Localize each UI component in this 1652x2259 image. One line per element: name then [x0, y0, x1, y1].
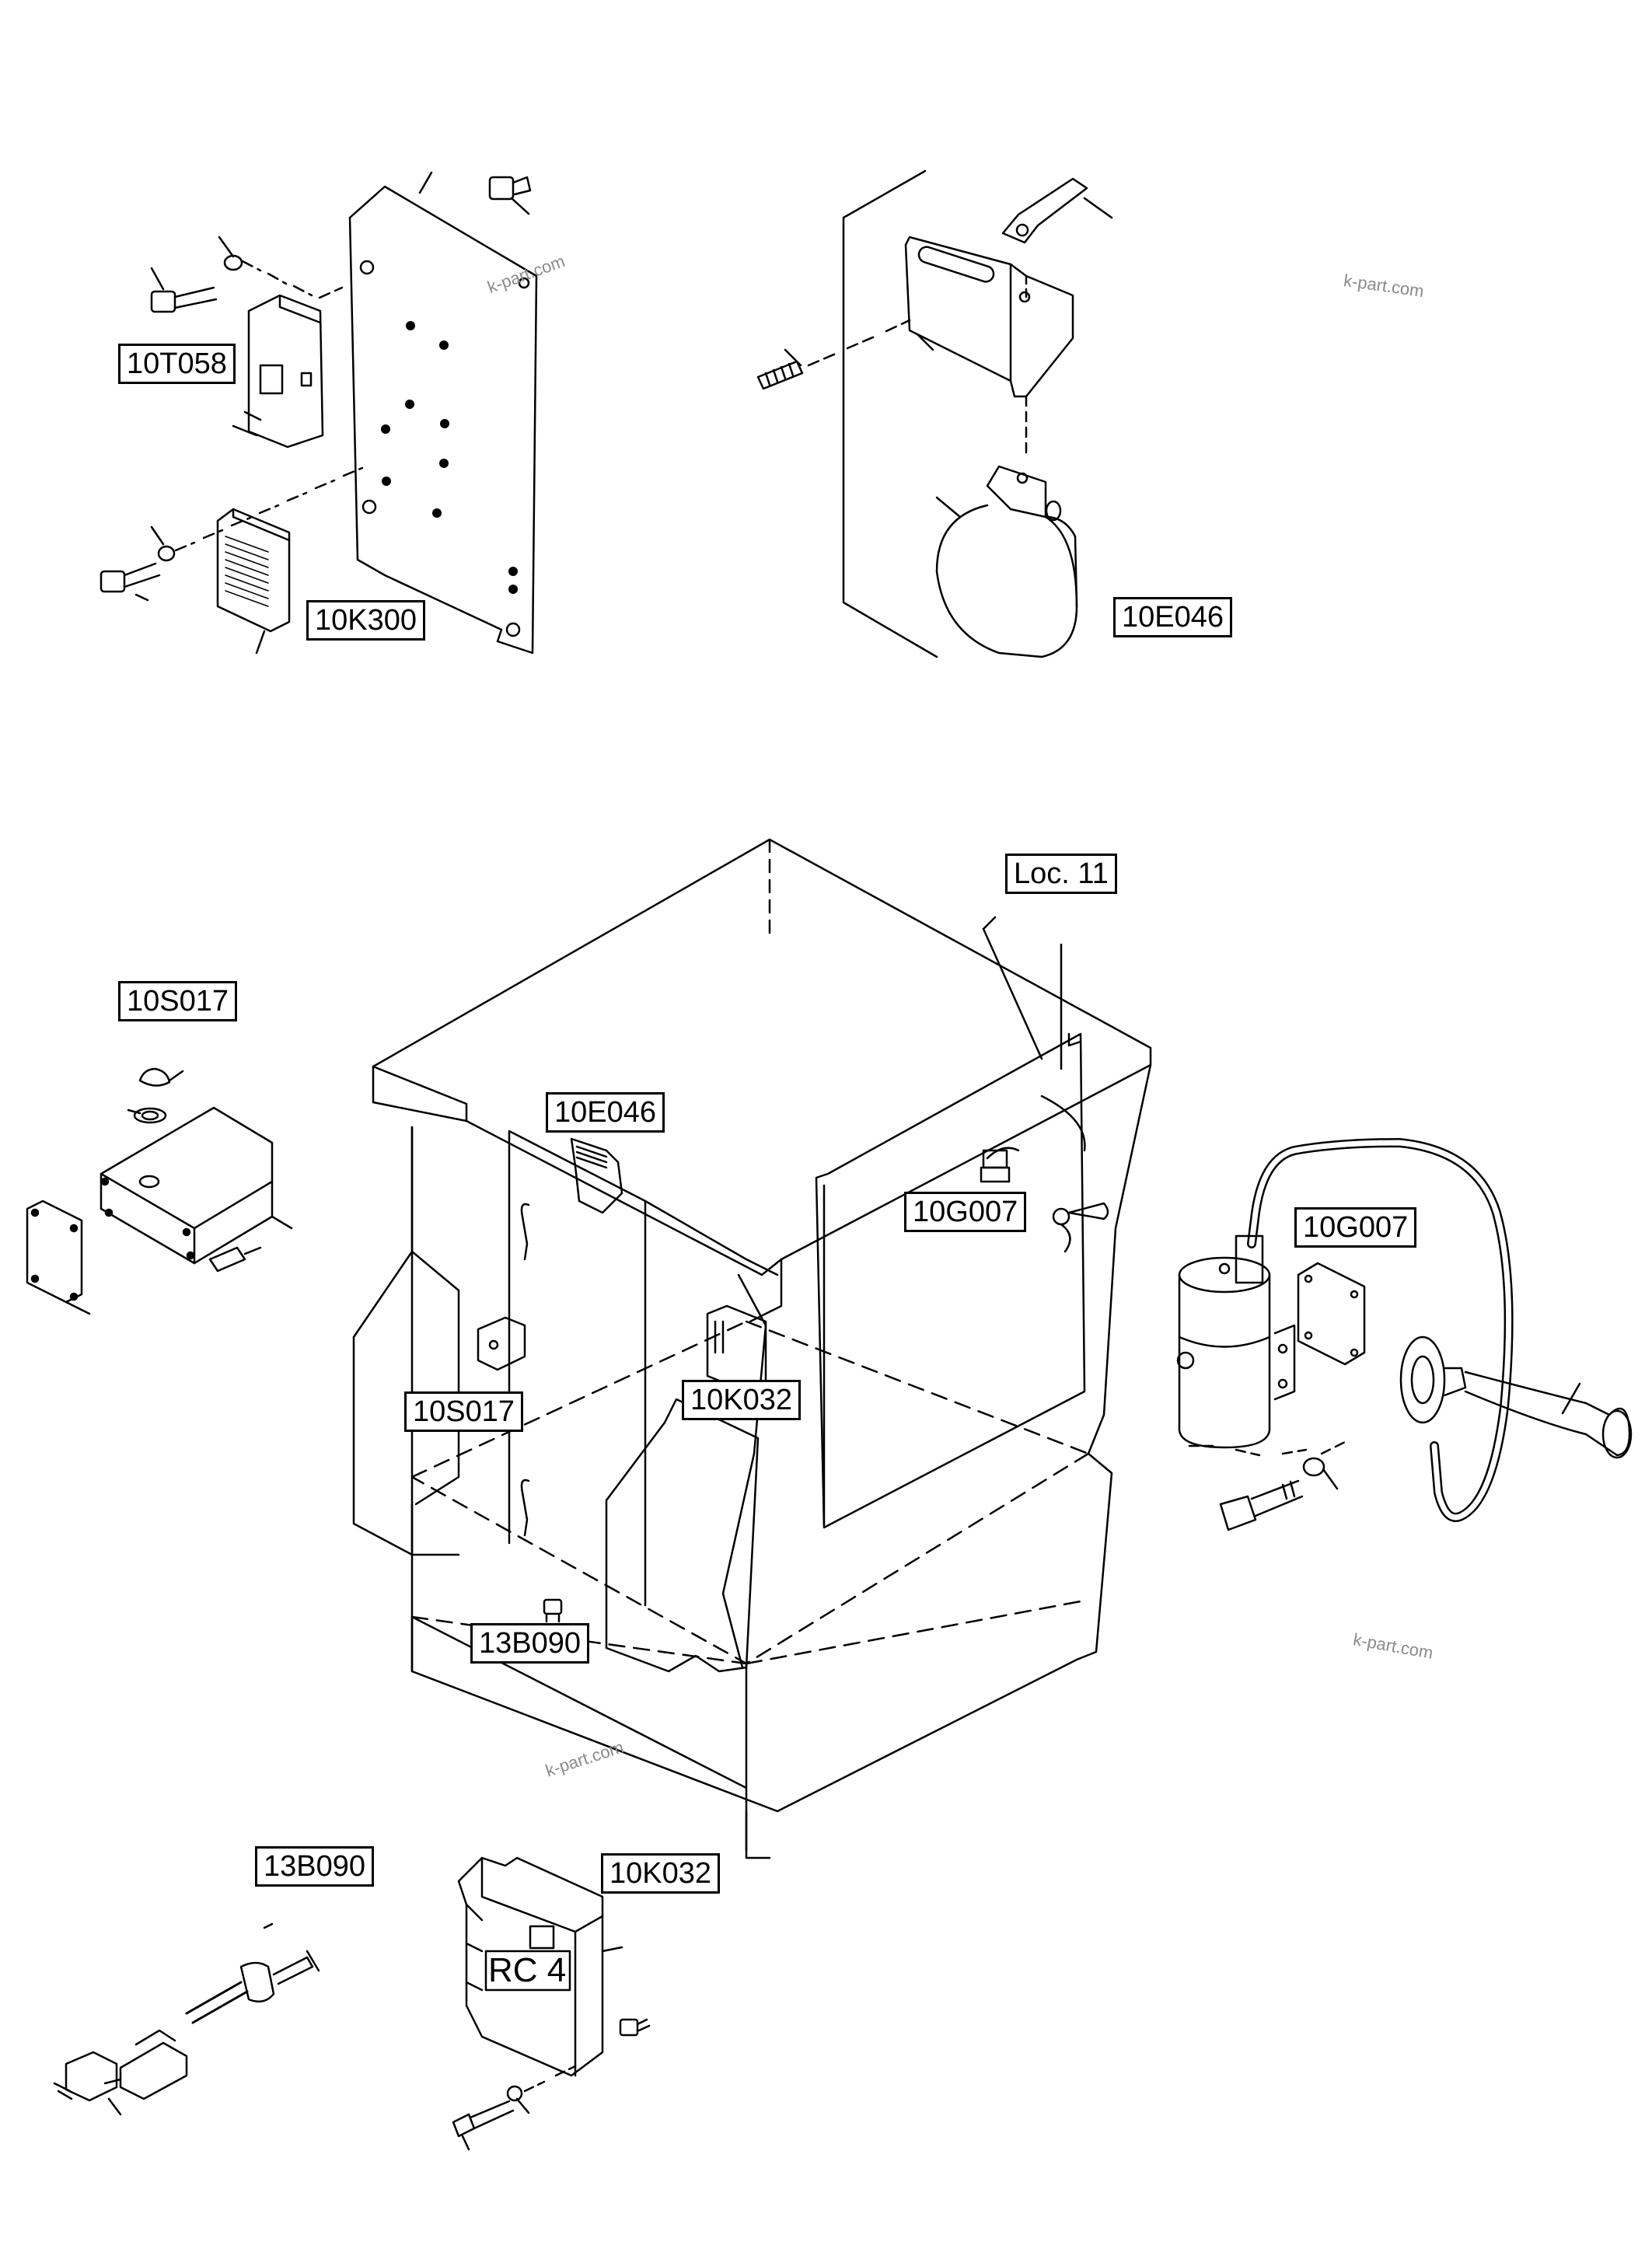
cab-sensor-13b090: [544, 1600, 561, 1622]
label-10g007-right: 10G007: [1294, 1207, 1417, 1248]
label-10g007-mid: 10G007: [904, 1192, 1027, 1232]
module-marking-rc4: RC 4: [488, 1951, 567, 1989]
switch-10s017-group: [27, 1069, 292, 1314]
cab-switch-10s017: [478, 1318, 525, 1370]
label-10s017-mid: 10S017: [404, 1391, 524, 1432]
beacon-bracket-group: [758, 171, 1112, 657]
horn-trumpet: [1401, 1337, 1631, 1458]
cab-module-10k032: [707, 1306, 766, 1391]
label-10e046-top: 10E046: [1113, 597, 1233, 637]
plate-holes: [381, 321, 518, 594]
mounting-plate-group: [101, 173, 536, 653]
cab-mount-10e046: [571, 1139, 622, 1213]
label-10k032-bottom: 10K032: [601, 1853, 721, 1894]
standoff-screw: [490, 177, 530, 214]
label-loc-11: Loc. 11: [1005, 854, 1117, 894]
bolt-lower: [101, 468, 362, 600]
cab-outline: [354, 840, 1151, 1858]
label-13b090-mid: 13B090: [470, 1623, 590, 1664]
module-10t058: [233, 295, 323, 447]
bolt-upper: [152, 237, 342, 312]
sensor-13b090-group: [54, 1924, 319, 2114]
label-13b090-bottom: 13B090: [255, 1846, 375, 1887]
label-10t058: 10T058: [118, 344, 236, 384]
horn-bolt: [1189, 1442, 1345, 1530]
horn-compressor: [1178, 1236, 1294, 1447]
label-10k300: 10K300: [306, 600, 426, 641]
stud: [758, 320, 910, 389]
label-10e046-mid: 10E046: [546, 1092, 665, 1133]
label-10s017-left: 10S017: [118, 981, 238, 1021]
beacon: [937, 466, 1077, 657]
label-10k032-mid: 10K032: [682, 1380, 802, 1420]
mounting-plate: [350, 187, 536, 653]
horn-10g007-group: [1178, 1143, 1631, 1530]
module-10k032-group: [453, 1858, 649, 2149]
module-10k300: [218, 509, 289, 653]
cab-horn-part: [981, 1096, 1108, 1252]
